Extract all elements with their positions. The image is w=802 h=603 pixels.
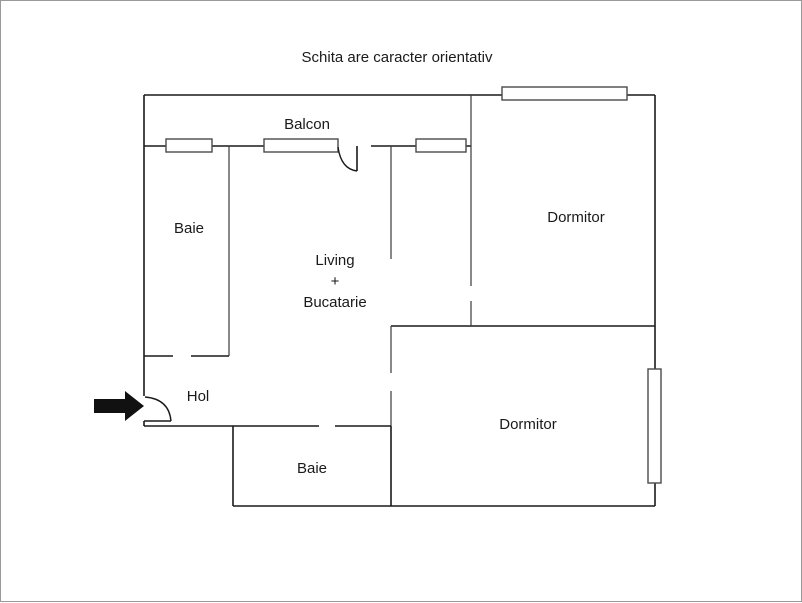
window-dormitor-bottom-icon xyxy=(647,368,662,484)
window-baie-top-icon xyxy=(165,138,213,153)
room-label-living-plus: + xyxy=(331,273,340,290)
room-label-balcon: Balcon xyxy=(284,116,330,133)
room-label-hol: Hol xyxy=(187,388,210,405)
window-living-icon xyxy=(415,138,467,153)
entrance-arrow-icon xyxy=(94,391,144,421)
room-label-baie-top: Baie xyxy=(174,220,204,237)
room-label-dormitor-top: Dormitor xyxy=(547,209,605,226)
window-dormitor-top-icon xyxy=(501,86,628,101)
page-title: Schita are caracter orientativ xyxy=(302,49,493,66)
room-label-living: Living xyxy=(315,252,354,269)
entrance-door-arc xyxy=(144,396,172,422)
room-label-baie-bottom: Baie xyxy=(297,460,327,477)
window-balcon-icon xyxy=(263,138,339,153)
balcony-door-arc xyxy=(337,146,358,172)
room-label-dormitor-bottom: Dormitor xyxy=(499,416,557,433)
room-label-bucatarie: Bucatarie xyxy=(303,294,366,311)
